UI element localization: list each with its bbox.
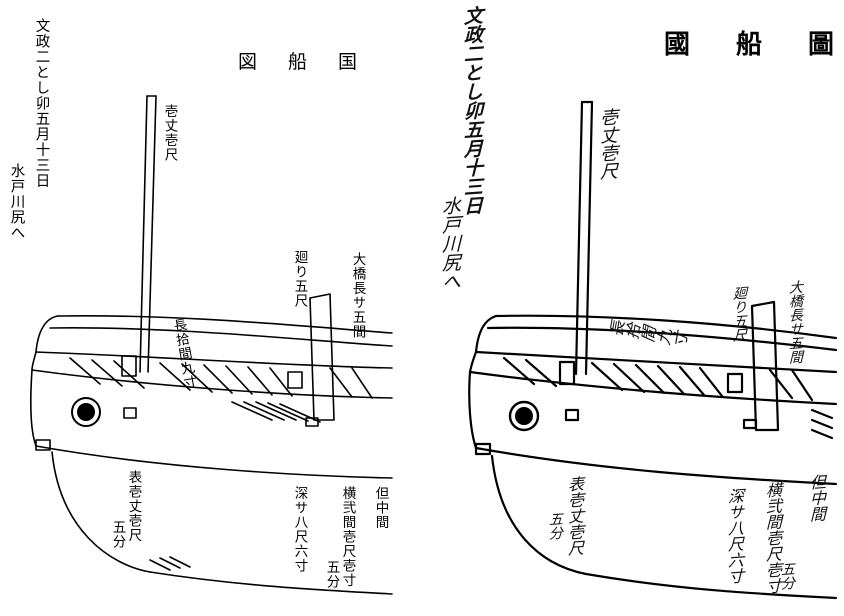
transcription-date: 文政二とし卯五月十三日	[33, 18, 50, 189]
bow-label: 表壱丈壱尺	[125, 470, 142, 543]
bow-label-fraction: 五分	[109, 520, 126, 549]
middle-label: 但中間	[372, 486, 389, 530]
original-depth-label: 深サ八尺六寸	[725, 487, 744, 585]
original-post-label: 廻り五尺	[731, 285, 747, 343]
depth-label: 深サ八尺六寸	[291, 486, 308, 573]
original-width-label-fraction: 五分	[779, 561, 795, 591]
original-width-label: 横弐間壱尺壱寸	[763, 481, 782, 595]
original-title: 國 船 圖	[664, 30, 844, 60]
original-middle-label: 但中間	[807, 473, 826, 523]
mast-label: 壱丈壱尺	[161, 104, 178, 162]
original-length-label: 大橋長サ五間	[787, 279, 803, 365]
transcription-destination: 水戸川尻へ	[8, 163, 25, 241]
transcription-title: 図 船 国	[238, 51, 364, 73]
original-mast-label: 壱丈壱尺	[597, 107, 618, 181]
width-label-fraction: 五分	[323, 560, 340, 589]
length-label: 大橋長サ五間	[349, 252, 366, 339]
original-bow-label: 表壱丈壱尺	[565, 475, 584, 557]
width-label: 横弐間壱尺壱寸	[339, 486, 356, 588]
post-label: 廻り五尺	[291, 250, 308, 308]
original-bow-label-fraction: 五分	[547, 511, 563, 541]
